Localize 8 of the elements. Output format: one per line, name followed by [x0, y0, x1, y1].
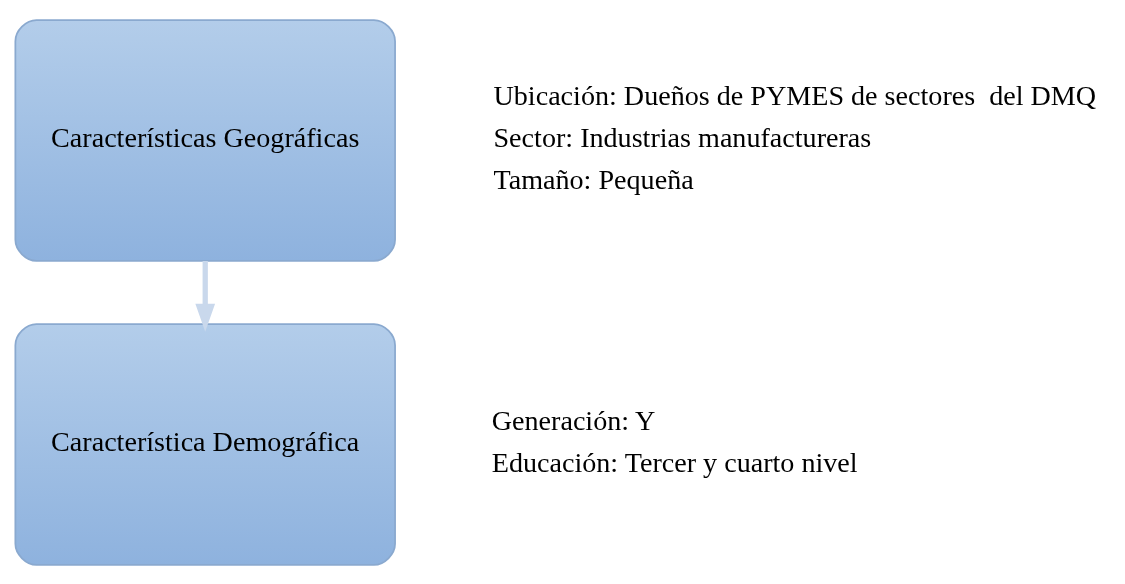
node-label: Sector: Industrias manufactureras [493, 121, 872, 153]
node-label: Educación: Tercer y cuarto nivel [491, 446, 858, 478]
node-box: Característica Demográfica [14, 322, 396, 566]
node-label: Generación: Y [491, 404, 656, 436]
node-box: Características Geográficas [14, 18, 396, 262]
arrow [195, 260, 216, 332]
node-label: Tamaño: Pequeña [493, 163, 694, 195]
node-label: Ubicación: Dueños de PYMES de sectores del DMQ [493, 79, 1097, 111]
